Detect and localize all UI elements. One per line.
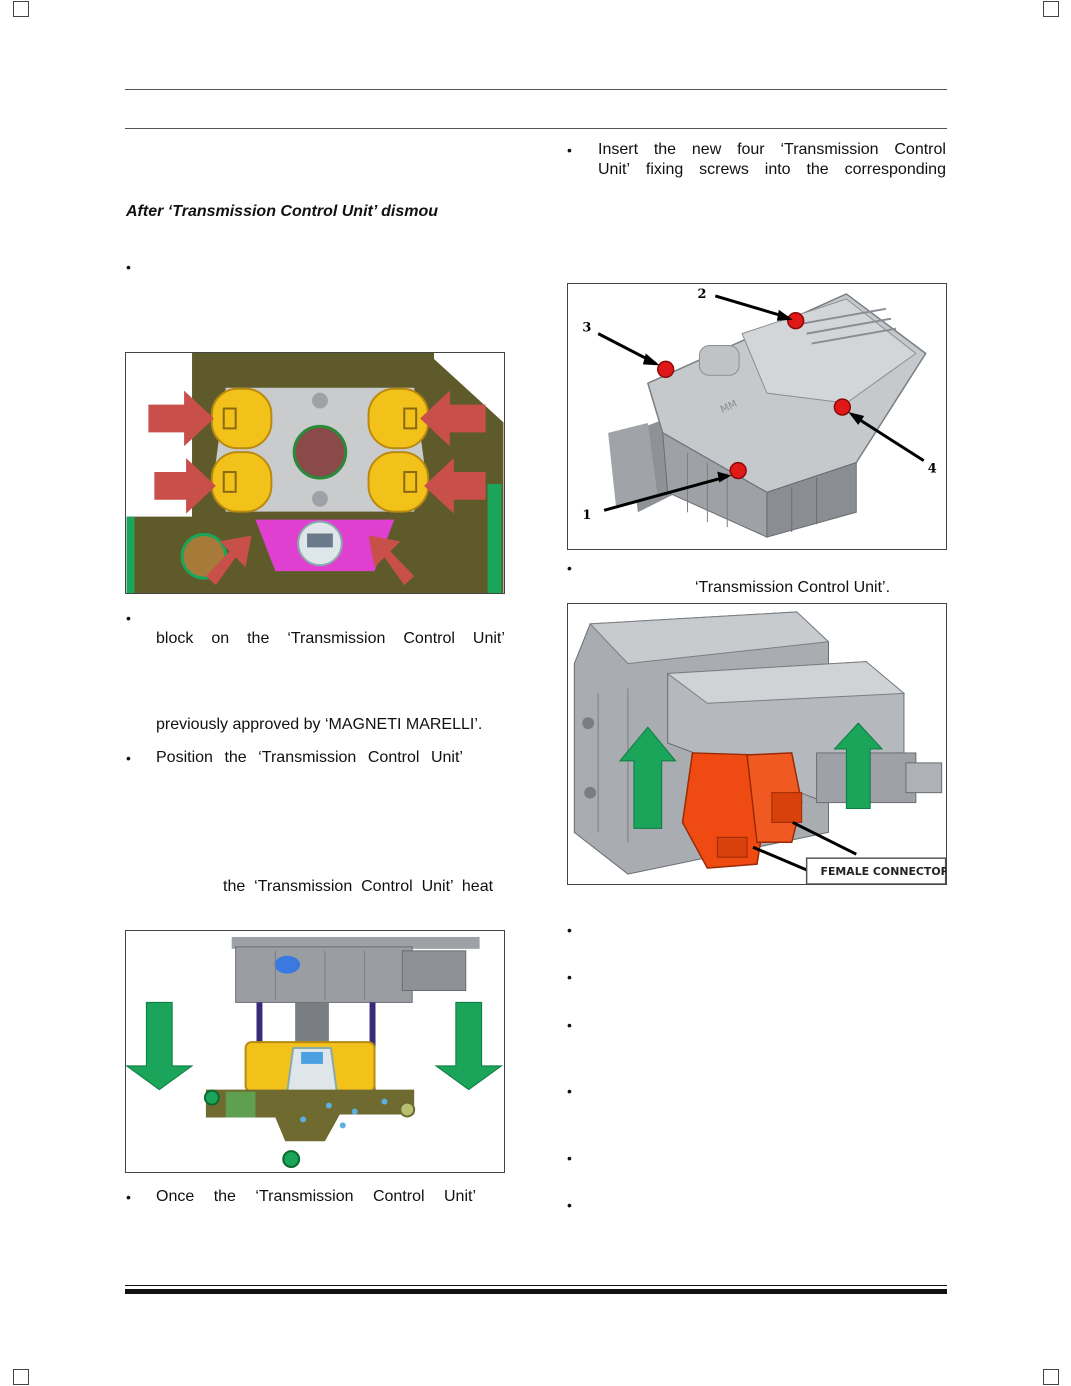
word: ‘Transmission — [780, 141, 879, 158]
bullet: • — [126, 1189, 131, 1205]
bullet: • — [567, 560, 572, 576]
word: the — [213, 1188, 236, 1205]
word: Control — [894, 141, 946, 158]
word: block — [156, 630, 194, 647]
figure-solenoid-valves — [125, 352, 505, 594]
crop-mark-bottom-left — [13, 1369, 29, 1385]
tcu-fixing-screws-illustration: MM 2 3 4 1 — [568, 284, 946, 549]
callout-number: 4 — [928, 462, 937, 477]
left-paragraph-4-line-1: Once the ‘Transmission Control Unit’ — [156, 1187, 476, 1207]
callout-number: 3 — [582, 321, 591, 336]
bullet: • — [567, 142, 572, 158]
word: Once — [156, 1188, 195, 1205]
female-connectors-illustration: FEMALE CONNECTORS — [568, 604, 946, 884]
section-heading: After ‘Transmission Control Unit’ dismou — [126, 203, 439, 220]
bullet: • — [567, 1150, 572, 1166]
right-paragraph-1-line-2: Unit’ fixing screws into the correspondi… — [598, 160, 946, 180]
callout-number: 1 — [582, 508, 591, 523]
left-paragraph-2-line-1: block on the ‘Transmission Control Unit’ — [156, 629, 505, 649]
bullet: • — [567, 1197, 572, 1213]
bullet: • — [567, 969, 572, 985]
footer-rule-thin — [125, 1285, 947, 1286]
crop-mark-top-right — [1043, 1, 1059, 17]
header-rule-bottom — [125, 128, 947, 129]
figure-female-connectors: FEMALE CONNECTORS — [567, 603, 947, 885]
left-paragraph-3-line-1: Position the ‘Transmission Control Unit’ — [156, 748, 463, 768]
word: fixing — [645, 161, 684, 178]
word: the — [806, 161, 829, 178]
footer-rule-thick — [125, 1289, 947, 1294]
word: Insert — [598, 141, 639, 158]
right-paragraph-1-line-1: Insert the new four ‘Transmission Contro… — [598, 140, 946, 160]
left-paragraph-3-line-2: the ‘Transmission Control Unit’ heat — [223, 878, 494, 895]
word: screws — [699, 161, 749, 178]
word: new — [691, 141, 722, 158]
word: the — [653, 141, 677, 158]
word: Control — [372, 1188, 425, 1205]
figure-tcu-fixing-screws: MM 2 3 4 1 — [567, 283, 947, 550]
bullet: • — [567, 1017, 572, 1033]
callout-number: 2 — [697, 287, 706, 302]
word: into — [764, 161, 791, 178]
word: the — [224, 749, 247, 766]
crop-mark-bottom-right — [1043, 1369, 1059, 1385]
word: Unit’ — [443, 1188, 476, 1205]
bullet: • — [126, 750, 131, 766]
word: ‘Transmission — [287, 630, 386, 647]
solenoid-valves-illustration — [126, 353, 504, 593]
tcu-positioning-illustration — [126, 931, 504, 1172]
figure-tcu-positioning — [125, 930, 505, 1173]
female-connectors-label: FEMALE CONNECTORS — [821, 865, 946, 878]
right-paragraph-2-line-1: ‘Transmission Control Unit’. — [695, 579, 891, 596]
bullet: • — [567, 1083, 572, 1099]
word: on — [211, 630, 230, 647]
word: Unit’ — [598, 161, 631, 178]
word: ‘Transmission — [255, 1188, 354, 1205]
word: corresponding — [844, 161, 946, 178]
word: Control — [367, 749, 420, 766]
bullet: • — [567, 922, 572, 938]
header-rule-top — [125, 89, 947, 90]
bullet: • — [126, 259, 131, 275]
word: the — [247, 630, 270, 647]
crop-mark-top-left — [13, 1, 29, 17]
left-paragraph-2-line-2: previously approved by ‘MAGNETI MARELLI’… — [156, 716, 483, 733]
bullet: • — [126, 610, 131, 626]
word: Control — [403, 630, 455, 647]
word: Position — [156, 749, 213, 766]
word: Unit’ — [472, 630, 505, 647]
word: ‘Transmission — [258, 749, 357, 766]
word: Unit’ — [430, 749, 463, 766]
word: four — [737, 141, 765, 158]
